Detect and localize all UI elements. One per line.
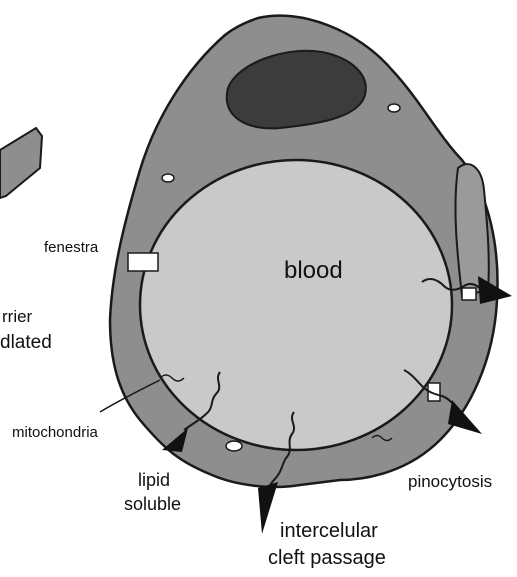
endothelial-wall-right-segment [455, 164, 488, 296]
vesicle [226, 441, 242, 451]
vesicle [388, 104, 400, 112]
adjacent-cell-fragment [0, 128, 42, 198]
fenestra-gap [128, 253, 158, 271]
pinocytosis-vesicle [462, 288, 476, 300]
label-barrier-partial: rrier [2, 307, 33, 326]
label-mitochondria: mitochondria [12, 424, 99, 441]
blood-lumen [140, 160, 452, 450]
label-blood: blood [284, 257, 343, 284]
arrowhead-intercellular [258, 482, 278, 534]
label-soluble: soluble [124, 494, 181, 514]
label-fenestra: fenestra [44, 239, 99, 256]
label-lipid: lipid [138, 470, 170, 490]
label-pinocytosis: pinocytosis [408, 472, 492, 491]
label-intercellular: intercelular [280, 520, 378, 542]
vesicle [162, 174, 174, 182]
label-mediated-partial: dlated [0, 332, 52, 353]
label-cleft-passage: cleft passage [268, 547, 386, 569]
